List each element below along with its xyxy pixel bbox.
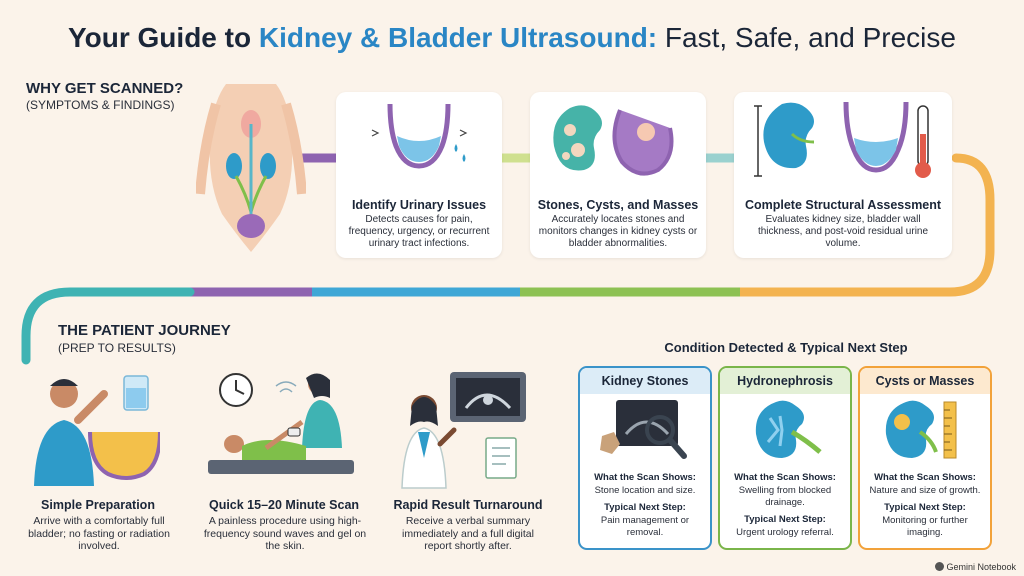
condition-next: Urgent urology referral. — [736, 527, 834, 538]
journey-step-title: Simple Preparation — [41, 498, 155, 512]
journey-step-desc: Receive a verbal summary immediately and… — [402, 515, 534, 552]
kidney-stones-icon — [553, 105, 674, 176]
brand-name: Gemini Notebook — [946, 562, 1016, 572]
why-card-desc: Evaluates kidney size, bladder wall thic… — [757, 214, 929, 249]
swollen-kidney-icon — [755, 400, 822, 458]
magnifier-scan-icon — [600, 400, 687, 459]
condition-shows-label: What the Scan Shows: — [734, 472, 836, 483]
why-card-desc: Accurately locates stones and monitors c… — [538, 214, 698, 249]
why-card-title: Identify Urinary Issues — [351, 198, 487, 212]
brand-logo-icon — [935, 562, 945, 571]
why-card-structural: Complete Structural Assessment Evaluates… — [734, 92, 952, 258]
condition-name: Kidney Stones — [580, 368, 710, 394]
brand-footer: Gemini Notebook — [935, 562, 1016, 572]
condition-shows: Nature and size of growth. — [869, 485, 981, 496]
page-title: Your Guide to Kidney & Bladder Ultrasoun… — [68, 22, 956, 53]
why-card-urinary: Identify Urinary Issues Detects causes f… — [336, 92, 502, 258]
why-card-desc: Detects causes for pain, frequency, urge… — [348, 214, 490, 249]
journey-step-title: Rapid Result Turnaround — [393, 498, 543, 512]
journey-heading: THE PATIENT JOURNEY — [58, 322, 231, 339]
condition-box-kidney-stones: Kidney Stones What the Scan Shows: Stone… — [578, 366, 712, 550]
bladder-icon — [371, 103, 468, 169]
condition-name: Cysts or Masses — [860, 368, 990, 394]
journey-subheading: (PREP TO RESULTS) — [58, 341, 176, 355]
measurement-icon — [754, 101, 931, 178]
condition-box-hydronephrosis: Hydronephrosis What the Scan Shows: Swel… — [718, 366, 852, 550]
condition-shows: Stone location and size. — [594, 485, 696, 496]
drinking-water-illustration — [34, 375, 160, 486]
condition-shows-label: What the Scan Shows: — [594, 472, 696, 483]
why-subheading: (SYMPTOMS & FINDINGS) — [26, 98, 175, 112]
journey-step-desc: A painless procedure using high-frequenc… — [203, 515, 367, 552]
condition-name: Hydronephrosis — [720, 368, 850, 394]
journey-step-desc: Arrive with a comfortably full bladder; … — [28, 515, 170, 552]
condition-next: Monitoring or further imaging. — [882, 515, 968, 538]
why-heading: WHY GET SCANNED? — [26, 80, 184, 97]
condition-next-label: Typical Next Step: — [884, 502, 966, 513]
condition-next: Pain management or removal. — [600, 515, 690, 538]
condition-shows: Swelling from blocked drainage. — [738, 485, 832, 508]
why-card-title: Complete Structural Assessment — [744, 198, 942, 212]
why-card-title: Stones, Cysts, and Masses — [537, 198, 699, 212]
why-card-stones: Stones, Cysts, and Masses Accurately loc… — [530, 92, 706, 258]
ultrasound-scan-illustration — [208, 373, 354, 474]
condition-shows-label: What the Scan Shows: — [874, 472, 976, 483]
body-anatomy-illustration — [196, 84, 306, 252]
condition-box-cysts-masses: Cysts or Masses What the Scan Shows: Nat… — [858, 366, 992, 550]
kidney-cyst-ruler-icon — [885, 400, 957, 459]
conditions-heading: Condition Detected & Typical Next Step — [664, 340, 908, 355]
journey-step-title: Quick 15–20 Minute Scan — [208, 498, 360, 512]
condition-next-label: Typical Next Step: — [604, 502, 686, 513]
results-report-illustration — [401, 372, 526, 489]
condition-next-label: Typical Next Step: — [744, 514, 826, 525]
